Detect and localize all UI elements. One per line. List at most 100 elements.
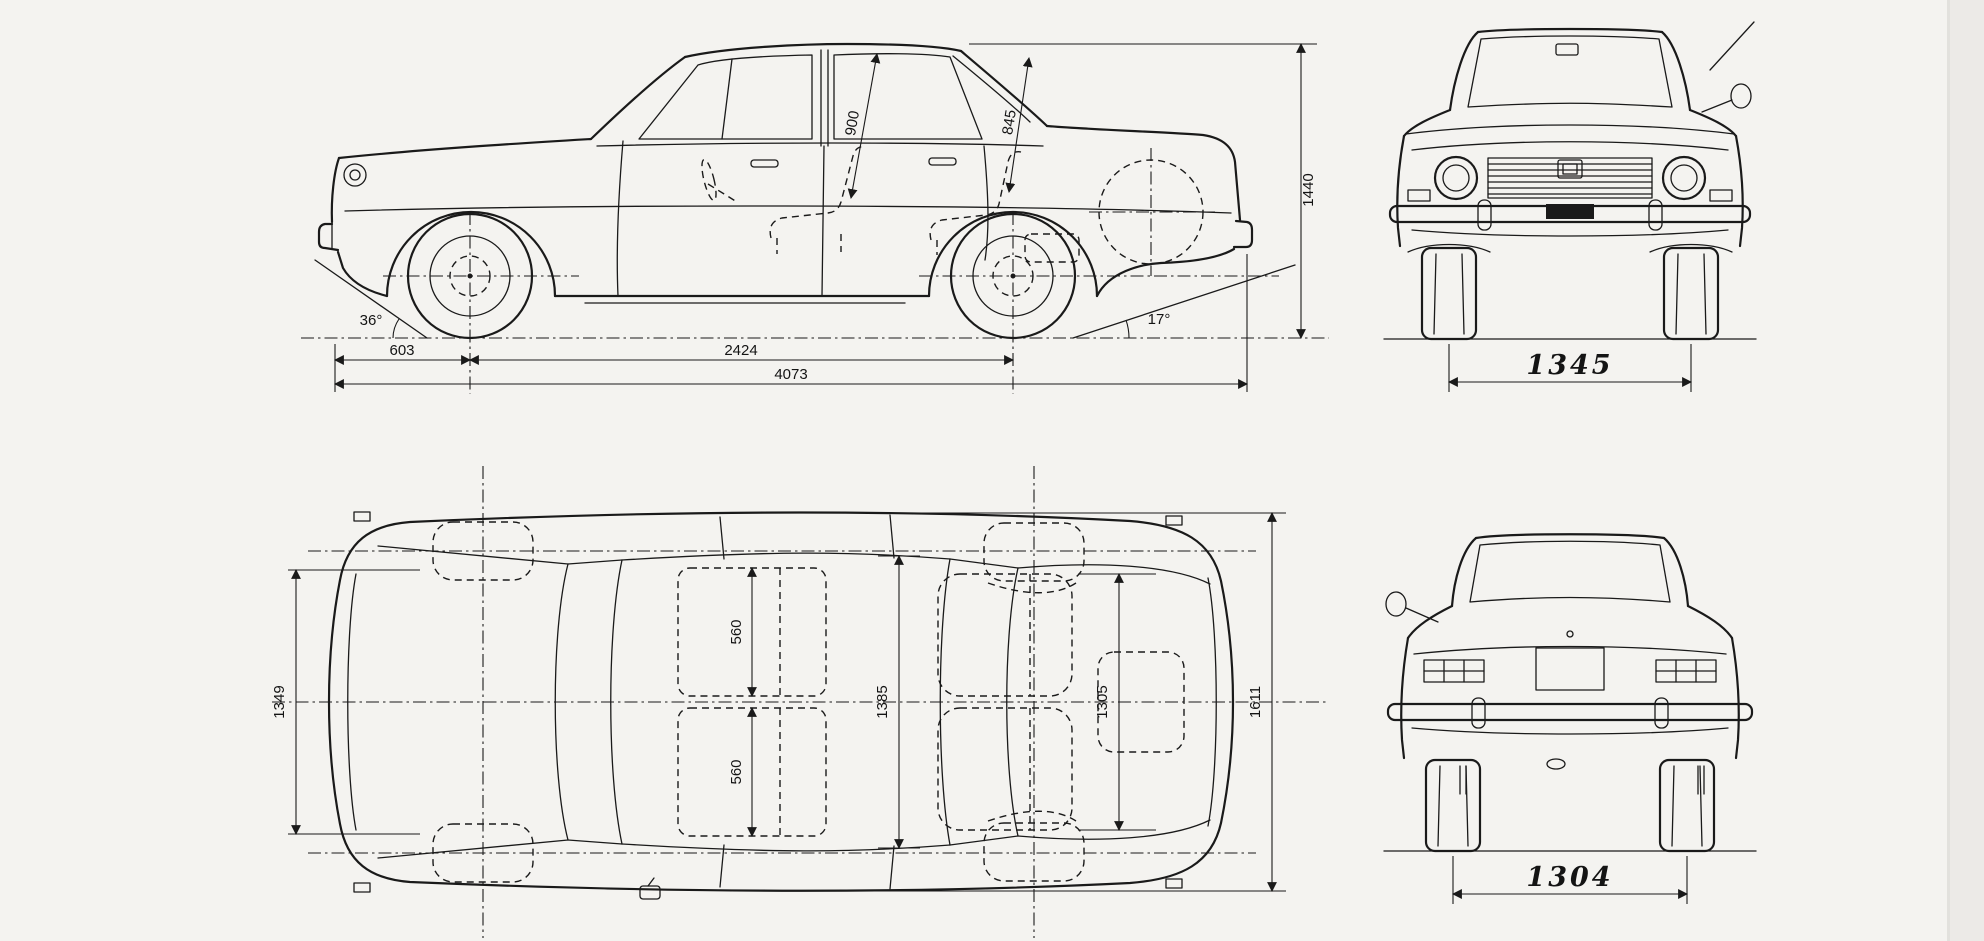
license-plate	[1546, 204, 1594, 219]
departure-angle-label: 17°	[1148, 311, 1171, 328]
right-rear-wheel	[1658, 758, 1716, 853]
right-bumper-guard	[1654, 697, 1669, 729]
front-view: 1345	[1383, 21, 1757, 392]
license-plate	[1535, 647, 1605, 691]
trunk-detail-dashed	[1097, 651, 1185, 753]
roof-edge-bottom	[621, 843, 951, 852]
rear-door-window	[833, 53, 983, 140]
grille	[1487, 157, 1653, 199]
dim-rear-track: 1304	[1526, 862, 1613, 893]
dim-front-interior-width: 1385	[874, 685, 891, 718]
window-sill-line	[596, 142, 1044, 147]
bumper-guard	[353, 882, 371, 893]
bumper-bracket	[1697, 765, 1705, 795]
front-left-wheel	[432, 823, 534, 883]
dim-rear-interior-width: 1305	[1094, 685, 1111, 718]
valance-line	[1411, 727, 1729, 735]
dim-front-track: 1345	[1526, 350, 1613, 381]
dim-rear-seat-width: 560	[728, 759, 745, 784]
rear-view: 1304	[1383, 533, 1757, 904]
rear-window-base	[1006, 567, 1019, 837]
wheel-housing	[987, 582, 1077, 594]
right-front-wheel	[1662, 246, 1720, 341]
dim-front-cabin-diagonal: 900	[842, 109, 863, 137]
left-bumper-guard	[1477, 199, 1492, 231]
brand-badge	[1557, 159, 1583, 179]
rear-seat-dashed	[929, 151, 1022, 241]
headlight	[343, 163, 367, 187]
dim-front-body-width: 1349	[271, 685, 288, 718]
dimension-lines: 1304	[1452, 856, 1688, 904]
dimension-lines: 603 2424 4073 1440 900 845	[334, 43, 1317, 392]
left-bumper-guard	[1471, 697, 1486, 729]
wheels	[383, 212, 1279, 394]
door-seams	[616, 140, 989, 297]
windshield-top	[610, 559, 623, 845]
trunk-sweep-bottom	[1017, 819, 1211, 840]
rear-seat-left	[937, 707, 1073, 831]
front-wheel-arch	[385, 210, 557, 298]
side-view: 36° 17° 603 2424 4073 1440 900 845	[301, 42, 1329, 394]
dim-rear-cabin-diagonal: 845	[999, 109, 1020, 136]
valance-line	[1411, 229, 1729, 237]
dimension-lines: 1345	[1448, 344, 1692, 392]
front-door-handle	[750, 159, 779, 168]
rear-door-handle	[928, 157, 957, 166]
rear-left-wheel	[983, 822, 1085, 882]
rear-window-top	[939, 558, 951, 846]
dim-overall-length: 4073	[774, 366, 807, 383]
wheels	[1407, 243, 1733, 341]
bumper-guard	[353, 511, 371, 522]
dim-wheelbase: 2424	[724, 342, 757, 359]
bumper-bracket	[1459, 765, 1467, 795]
front-right-wheel	[432, 521, 534, 581]
wheels-dashed	[432, 521, 1185, 883]
bumper-guard	[1165, 515, 1183, 526]
car-body-outline	[1400, 533, 1740, 760]
fuel-tank-dashed	[1024, 233, 1080, 263]
approach-angle-label: 36°	[360, 312, 383, 329]
rear-bumper	[1386, 702, 1754, 722]
belt-line	[344, 205, 1232, 214]
left-rear-wheel	[1424, 758, 1482, 853]
right-headlight	[1661, 155, 1707, 201]
door-mirror	[1385, 591, 1439, 623]
left-front-wheel	[1420, 246, 1478, 341]
windshield-base	[554, 563, 569, 841]
rearview-mirror	[1555, 43, 1579, 56]
hood-sweep-top	[377, 545, 569, 565]
car-body-outline	[1396, 21, 1755, 248]
rear-seat-right	[937, 573, 1073, 697]
front-bumper-line	[347, 573, 357, 831]
rear-bumper-line	[1207, 577, 1217, 827]
wheels	[1424, 758, 1716, 853]
greenhouse	[638, 49, 1031, 147]
door-mirror	[639, 885, 661, 900]
front-fascia	[1388, 155, 1752, 231]
tow-hook	[1546, 758, 1566, 770]
dim-overall-width: 1611	[1247, 686, 1264, 718]
front-door-window	[638, 54, 813, 140]
vent-window-divider	[721, 58, 733, 140]
right-signal-lamp	[1709, 189, 1733, 202]
front-bumper	[317, 222, 340, 252]
trunk-line	[1413, 645, 1727, 655]
top-view: 1349 560 560 1385 1305 1611	[271, 466, 1328, 938]
dim-front-seat-width: 560	[728, 619, 745, 644]
roof-edge-top	[621, 552, 951, 561]
rear-right-wheel	[983, 522, 1085, 582]
hood-line	[1405, 124, 1735, 135]
dim-front-overhang: 603	[389, 342, 414, 359]
rear-fascia	[1386, 647, 1754, 795]
rear-bumper	[1232, 219, 1254, 249]
antenna	[1709, 21, 1755, 71]
windshield	[1467, 35, 1673, 108]
trunk-keyhole	[1566, 630, 1574, 638]
rear-window	[1469, 540, 1671, 603]
dimension-lines: 1349 560 560 1385 1305 1611	[271, 512, 1286, 892]
right-bumper-guard	[1648, 199, 1663, 231]
left-signal-lamp	[1407, 189, 1431, 202]
bumper-guard	[1165, 878, 1183, 889]
approach-angle-line	[314, 259, 428, 339]
